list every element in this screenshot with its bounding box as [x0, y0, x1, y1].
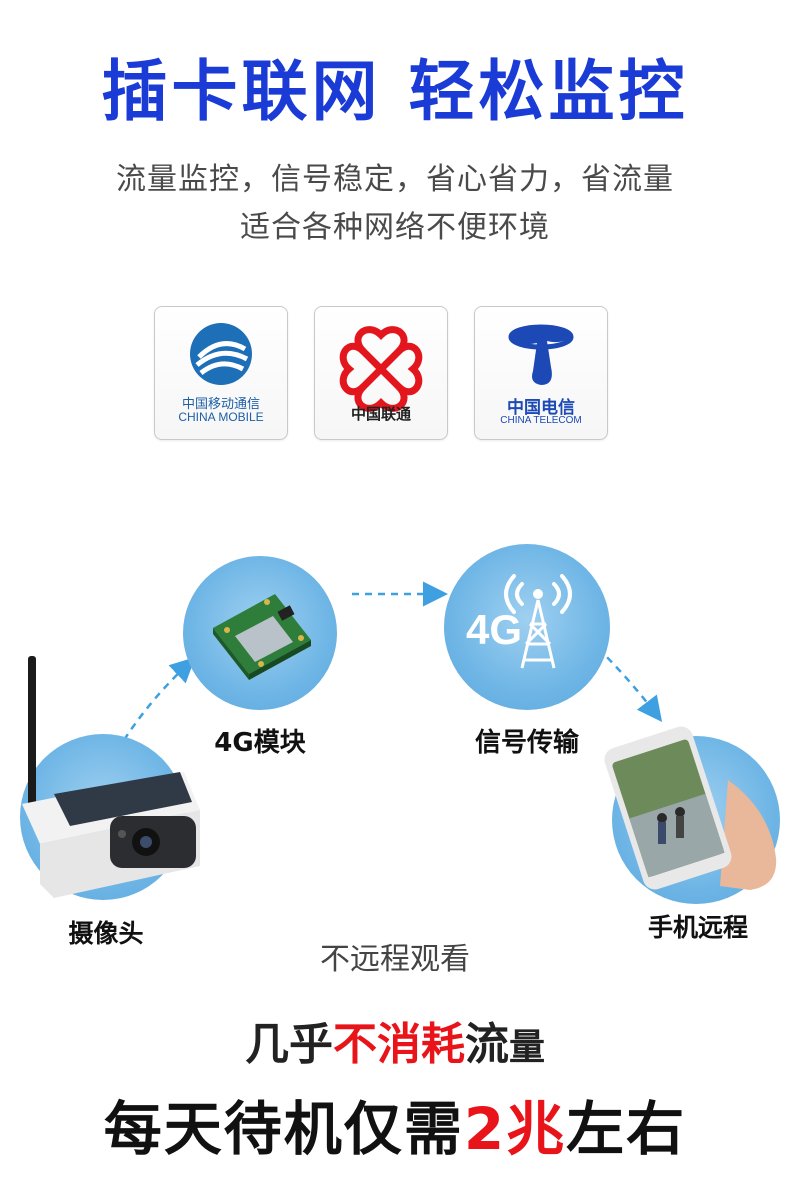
- headline: 插卡联网 轻松监控: [101, 53, 689, 130]
- bottom-line-2-part-a: 每天待机仅需: [103, 1095, 464, 1163]
- bottom-line-2: 每天待机仅需2兆左右: [0, 1082, 790, 1166]
- circuit-board-icon: [213, 594, 311, 680]
- bottom-line-1-part-c: 流: [464, 1019, 509, 1070]
- smartphone-icon: [604, 726, 777, 890]
- subtitle-line-2: 适合各种网络不便环境: [240, 210, 550, 245]
- module-label: 4G模块: [214, 728, 306, 758]
- bottom-line-1-part-a: 几乎: [244, 1019, 333, 1070]
- carrier-name-cn: 中国联通: [350, 406, 411, 423]
- carrier-card-china-mobile: 中国移动通信 CHINA MOBILE: [154, 306, 288, 440]
- flow-arrows: [122, 581, 663, 741]
- carrier-name-cn: 中国电信: [507, 398, 575, 417]
- cell-tower-icon: [504, 574, 572, 669]
- bottom-line-2-part-c: 左右: [566, 1095, 687, 1163]
- carrier-card-china-telecom: 中国电信 CHINA TELECOM: [474, 306, 608, 440]
- arrow-signal-to-phone: [597, 647, 663, 722]
- flow-caption: 不远程观看: [320, 942, 470, 977]
- carrier-name-cn: 中国移动通信: [181, 396, 260, 411]
- carrier-name-en: CHINA TELECOM: [500, 415, 582, 426]
- subtitle-line-1: 流量监控，信号稳定，省心省力，省流量: [116, 162, 674, 197]
- bottom-line-1: 几乎不消耗流量: [0, 1008, 790, 1072]
- module-node: [183, 556, 337, 710]
- camera-icon: [22, 656, 200, 898]
- carrier-name-en: CHINA MOBILE: [178, 410, 264, 424]
- china-unicom-logo-icon: [339, 326, 423, 412]
- camera-label: 摄像头: [68, 919, 144, 948]
- signal-label: 信号传输: [474, 728, 579, 758]
- bottom-line-1-highlight: 不消耗: [332, 1019, 465, 1070]
- bottom-line-1-part-d: 量: [508, 1027, 545, 1068]
- phone-label: 手机远程: [647, 913, 748, 942]
- bottom-line-2-highlight: 2兆: [463, 1095, 567, 1163]
- signal-badge: 4G: [466, 606, 523, 653]
- china-telecom-logo-icon: [508, 324, 574, 385]
- carrier-card-china-unicom: 中国联通: [314, 306, 448, 440]
- china-mobile-logo-icon: [190, 323, 252, 385]
- signal-node: 4G: [444, 544, 610, 710]
